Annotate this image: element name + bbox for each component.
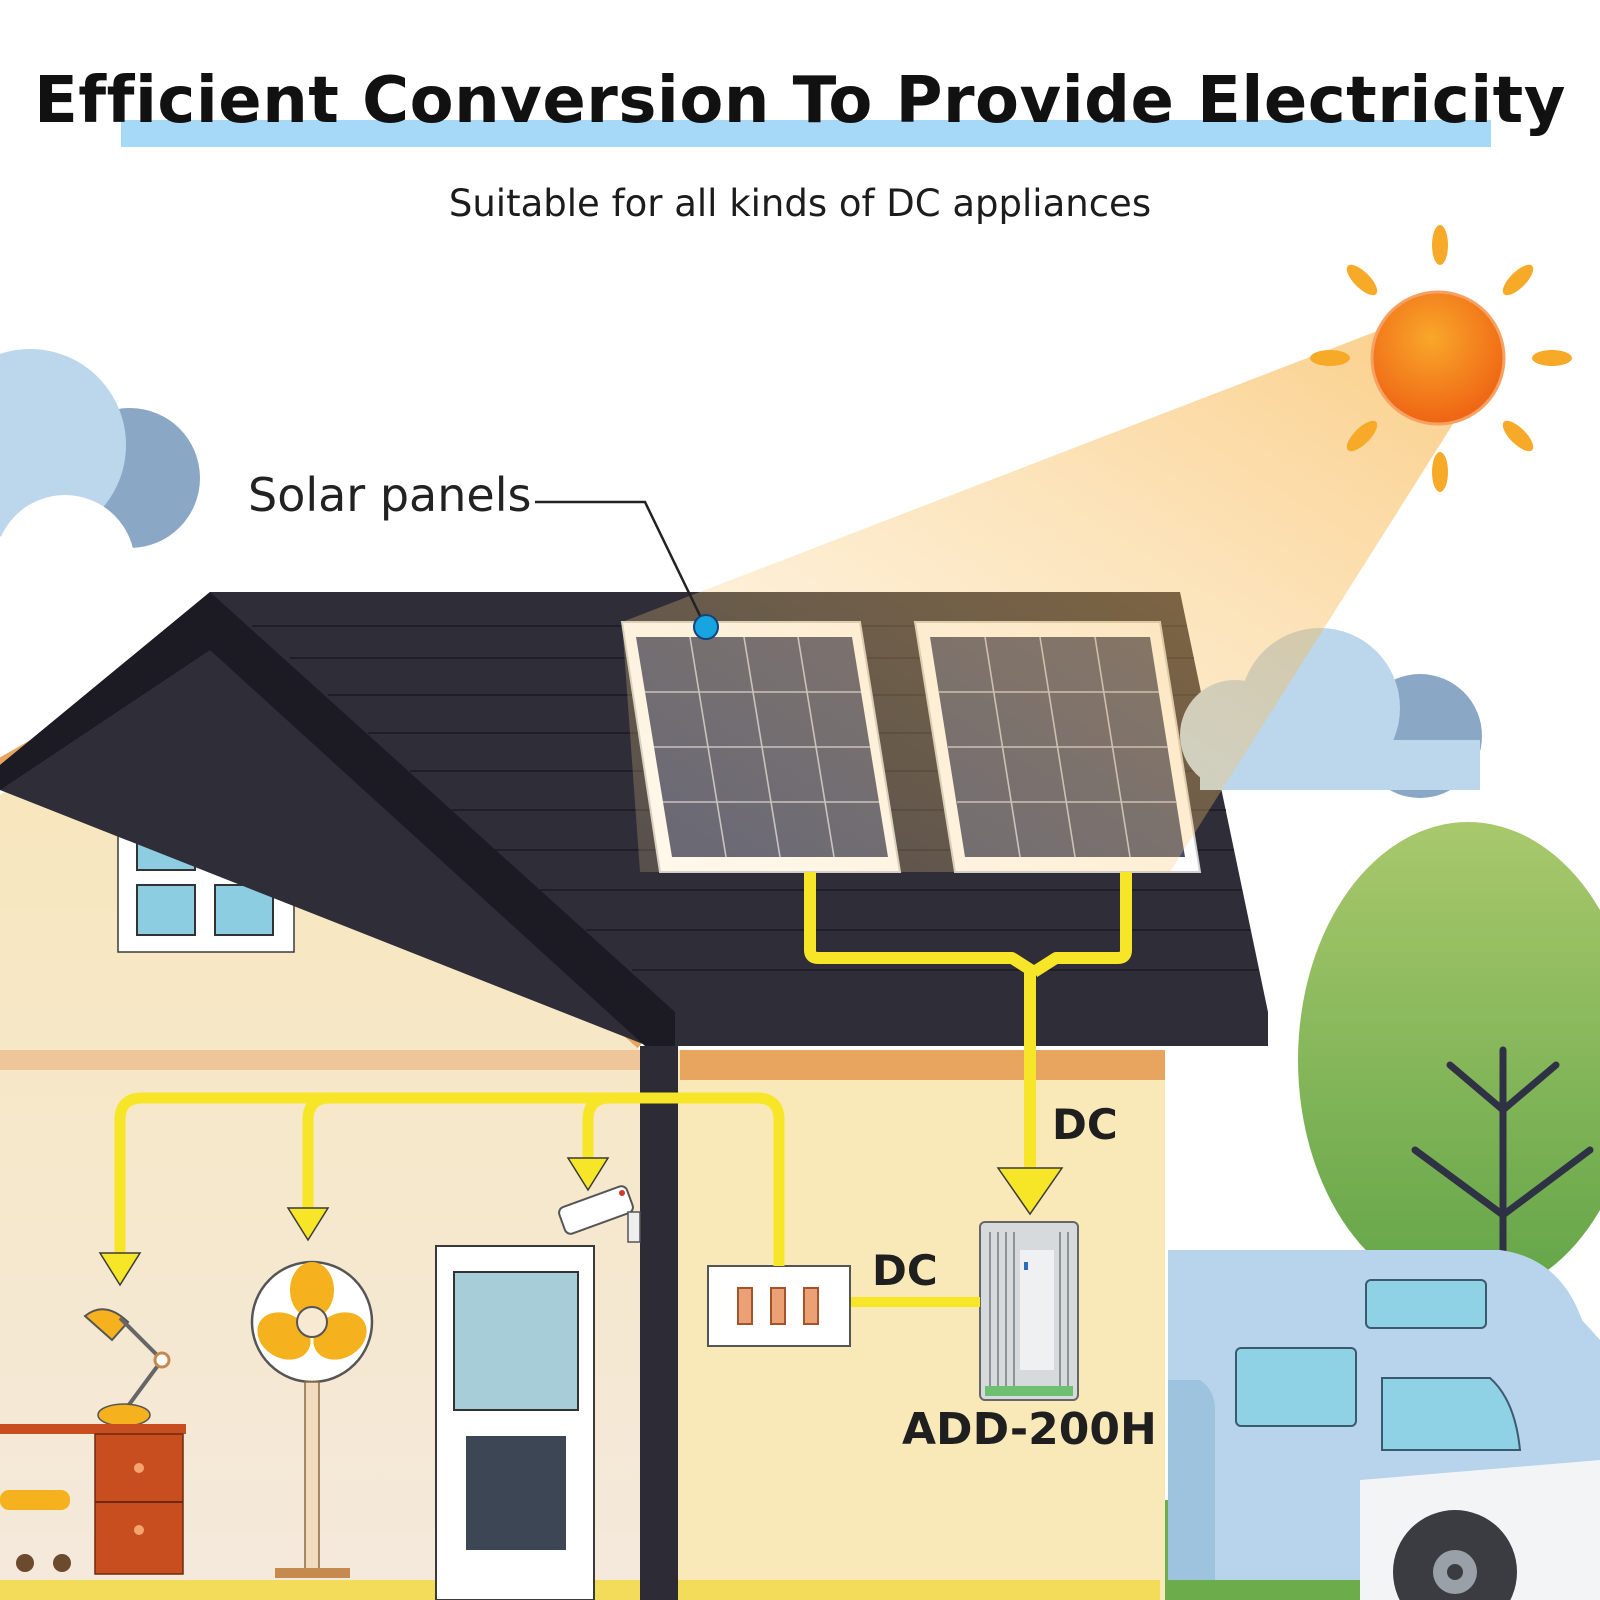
page-title: Efficient Conversion To Provide Electric…: [0, 64, 1600, 138]
arrow-down-icon: [566, 1157, 610, 1192]
converter-model-label: ADD-200H: [902, 1404, 1157, 1455]
tree-icon: [1298, 822, 1600, 1324]
converter-icon: [979, 1221, 1079, 1401]
title-highlight-bar: [121, 120, 1491, 147]
cloud-icon: [0, 349, 200, 635]
dc-label-horizontal: DC: [872, 1246, 938, 1295]
power-outlet-icon: [707, 1265, 851, 1347]
arrow-down-icon: [98, 1252, 142, 1287]
desk: [0, 1424, 186, 1575]
dc-label-vertical: DC: [1052, 1100, 1118, 1149]
sun-icon: [1310, 225, 1572, 492]
fan-icon: [250, 1260, 374, 1578]
arrow-down-icon: [286, 1207, 330, 1242]
dc-wire-panels: [804, 872, 1132, 1180]
dc-wire-appliances: [114, 1092, 785, 1266]
solar-panels-label: Solar panels: [248, 468, 532, 522]
arrow-down-icon: [996, 1167, 1064, 1216]
rv-icon: [1168, 1250, 1600, 1600]
security-camera-icon: [558, 1185, 641, 1243]
page-title-text: Efficient Conversion To Provide Electric…: [34, 64, 1566, 138]
solar-panels-leader: [535, 500, 719, 640]
door: [435, 1245, 595, 1600]
desk-lamp-icon: [83, 1308, 171, 1427]
sunlight-beam: [622, 330, 1465, 872]
page-subtitle: Suitable for all kinds of DC appliances: [448, 182, 1152, 225]
